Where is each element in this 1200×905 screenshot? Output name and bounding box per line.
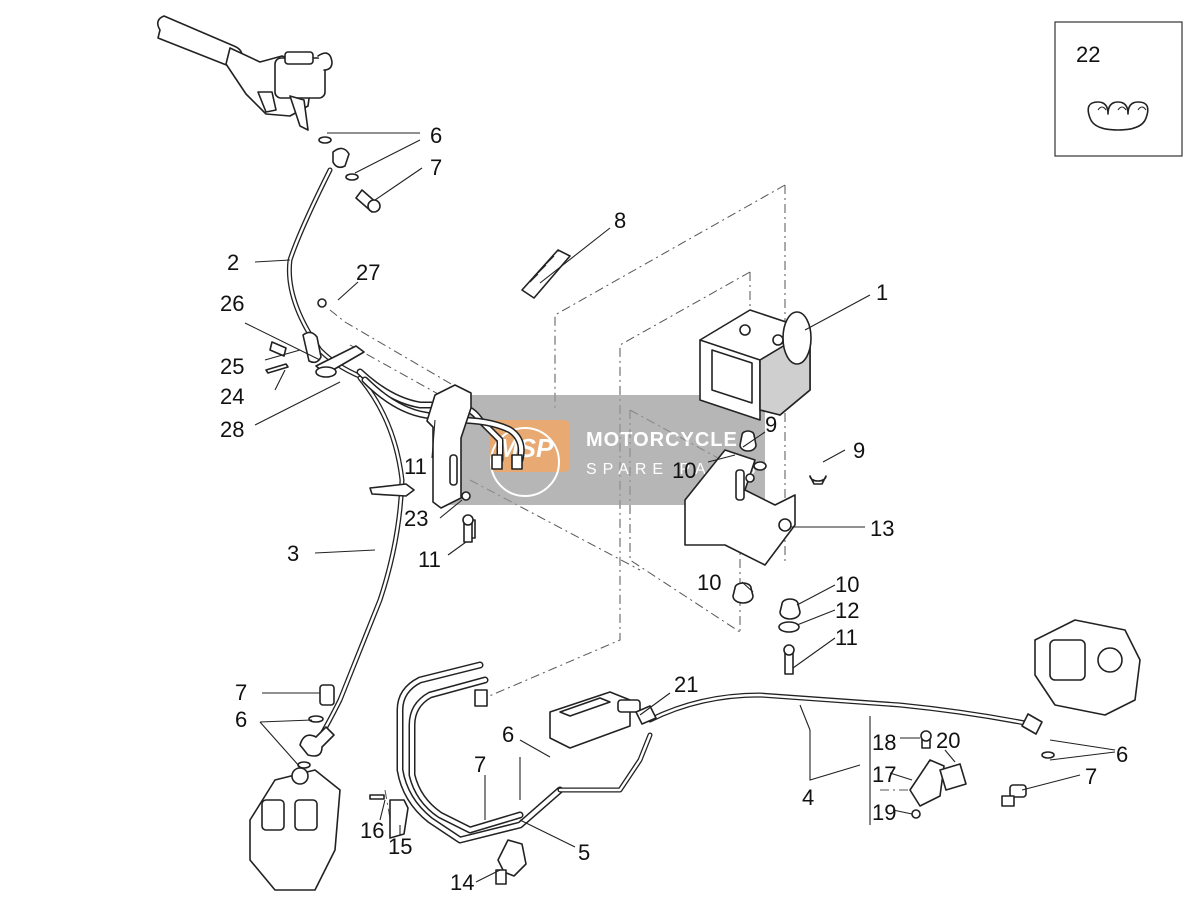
callout-11b: 11 [418, 547, 441, 572]
callout-7-upper: 7 [430, 155, 442, 180]
callout-11c: 11 [835, 625, 858, 650]
callout-23: 23 [404, 506, 428, 531]
callout-24: 24 [220, 384, 244, 409]
callout-1: 1 [876, 280, 888, 305]
sensor-clip-8 [521, 249, 571, 299]
callout-14: 14 [450, 870, 474, 895]
lower-right-banjo-fittings [1001, 751, 1055, 807]
callout-3: 3 [287, 541, 299, 566]
front-brake-lever-master-cylinder [156, 15, 333, 131]
grommets-bolts [462, 430, 827, 675]
callout-26: 26 [220, 291, 244, 316]
callout-19: 19 [872, 800, 896, 825]
hose-clip-icon [1087, 101, 1149, 131]
callout-15: 15 [388, 834, 412, 859]
callout-21: 21 [674, 672, 698, 697]
watermark-brand: MOTORCYCLE [586, 429, 738, 451]
callout-6-master-cyl: 6 [502, 722, 514, 747]
callout-25: 25 [220, 354, 244, 379]
callout-6-lower-left: 6 [235, 707, 247, 732]
callout-4: 4 [802, 785, 814, 810]
callout-12: 12 [835, 598, 859, 623]
callout-20: 20 [936, 728, 960, 753]
callout-10a: 10 [672, 458, 696, 483]
callout-7-right: 7 [1085, 764, 1097, 789]
callout-17: 17 [872, 762, 896, 787]
callout-7-lower-left: 7 [235, 680, 247, 705]
callout-18: 18 [872, 730, 896, 755]
callout-11a: 11 [404, 454, 427, 479]
lower-left-banjo-fittings [297, 684, 335, 769]
rear-hose-4 [635, 692, 1043, 735]
callout-5: 5 [578, 840, 590, 865]
callout-27: 27 [356, 260, 380, 285]
callout-6-right: 6 [1116, 742, 1128, 767]
inset-box-part-22: 22 [1054, 21, 1183, 157]
inset-label: 22 [1076, 42, 1100, 67]
abs-bracket-13 [684, 449, 796, 566]
callout-10c: 10 [835, 572, 859, 597]
callout-9a: 9 [765, 412, 777, 437]
callout-28: 28 [220, 417, 244, 442]
callout-2: 2 [227, 250, 239, 275]
leader-lines [244, 132, 1116, 883]
hose-3 [312, 375, 415, 748]
front-caliper [249, 767, 341, 891]
watermark-badge: MSP [497, 433, 554, 463]
callout-6-upper: 6 [430, 123, 442, 148]
hose-mount-clamps [265, 298, 365, 378]
rear-pipe-clamps [369, 794, 527, 885]
callout-16: 16 [360, 818, 384, 843]
rear-master-cylinder-pipes [396, 661, 653, 844]
callout-13: 13 [870, 516, 894, 541]
upper-banjo-fittings [318, 136, 381, 213]
rear-caliper [1034, 619, 1141, 716]
callout-9b: 9 [853, 438, 865, 463]
hose-support-17-20 [909, 730, 967, 819]
callout-numbers: 1 2 3 4 5 6 6 6 6 7 7 7 7 8 9 9 10 10 10… [220, 123, 1128, 895]
abs-modulator-1 [699, 309, 812, 421]
callout-7-master-cyl: 7 [474, 752, 486, 777]
callout-10b: 10 [697, 570, 721, 595]
callout-8: 8 [614, 208, 626, 233]
